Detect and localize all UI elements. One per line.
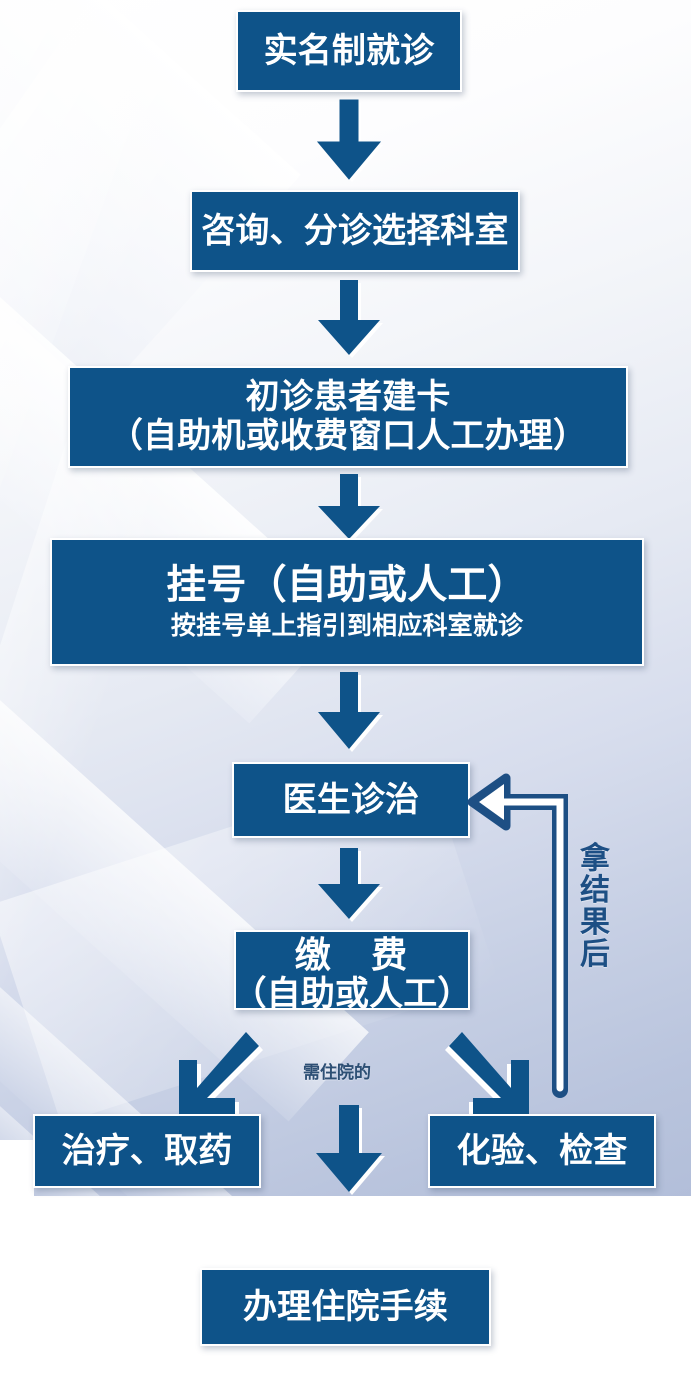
edge-label-needs-admission: 需住院的	[303, 1063, 371, 1082]
flow-node-label-line1: 初诊患者建卡	[245, 378, 451, 417]
flow-node-payment[interactable]: 缴 费 （自助或人工）	[232, 930, 472, 1013]
flow-node-register-number[interactable]: 挂号（自助或人工） 按挂号单上指引到相应科室就诊	[50, 538, 644, 666]
flow-node-consult-triage[interactable]: 咨询、分诊选择科室	[190, 190, 520, 272]
edge-label-after-results: 拿结果后	[575, 842, 608, 970]
background-left-fill	[0, 1140, 34, 1400]
flow-node-label: 医生诊治	[282, 780, 420, 819]
flow-node-label: 治疗、取药	[61, 1131, 233, 1170]
flow-node-lab-examination[interactable]: 化验、检查	[428, 1114, 656, 1188]
flow-node-label-line2: （自助机或收费窗口人工办理）	[108, 417, 588, 455]
flow-node-doctor-diagnosis[interactable]: 医生诊治	[232, 762, 470, 838]
flow-node-treatment-medicine[interactable]: 治疗、取药	[33, 1114, 261, 1188]
flow-node-label: 实名制就诊	[263, 31, 435, 70]
flow-node-label-line2: 按挂号单上指引到相应科室就诊	[170, 612, 524, 641]
flow-node-label-line2: （自助或人工）	[232, 975, 472, 1013]
flow-node-admission-procedure[interactable]: 办理住院手续	[200, 1268, 491, 1346]
flow-node-label: 办理住院手续	[243, 1287, 448, 1326]
flow-node-real-name-registration[interactable]: 实名制就诊	[236, 10, 462, 92]
flow-node-label-line1: 挂号（自助或人工）	[166, 562, 528, 607]
flow-node-label: 咨询、分诊选择科室	[201, 211, 509, 250]
flow-node-label-line1: 缴 费	[294, 934, 410, 975]
flow-node-new-patient-card[interactable]: 初诊患者建卡 （自助机或收费窗口人工办理）	[68, 366, 628, 468]
flow-node-label: 化验、检查	[456, 1131, 628, 1170]
